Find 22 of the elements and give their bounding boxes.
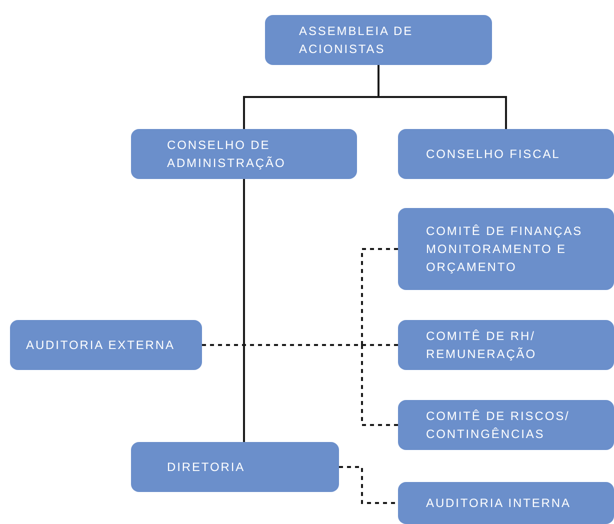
box-label: COMITÊ DE FINANÇAS MONITORAMENTO E ORÇAMENTO — [426, 223, 584, 276]
org-box — [131, 442, 339, 492]
box-label: DIRETORIA — [167, 459, 246, 476]
org-box — [131, 129, 357, 179]
connector-line — [378, 65, 507, 129]
box-label: COMITÊ DE RH/ REMUNERAÇÃO — [426, 328, 538, 363]
dashed-connector — [339, 466, 398, 504]
org-box — [265, 15, 492, 65]
org-box — [398, 208, 614, 290]
org-box — [398, 400, 614, 450]
org-box — [10, 320, 202, 370]
org-box — [398, 320, 614, 370]
box-label: AUDITORIA EXTERNA — [26, 337, 176, 354]
connector-line — [243, 179, 245, 442]
box-label: COMITÊ DE RISCOS/ CONTINGÊNCIAS — [426, 408, 571, 443]
dashed-connector — [202, 344, 398, 426]
box-label: CONSELHO FISCAL — [426, 146, 562, 163]
box-label: AUDITORIA INTERNA — [426, 495, 572, 512]
org-box — [398, 482, 614, 524]
box-label: ASSEMBLEIA DE ACIONISTAS — [299, 23, 414, 58]
org-box — [398, 129, 614, 179]
box-label: CONSELHO DE ADMINISTRAÇÃO — [167, 137, 287, 172]
